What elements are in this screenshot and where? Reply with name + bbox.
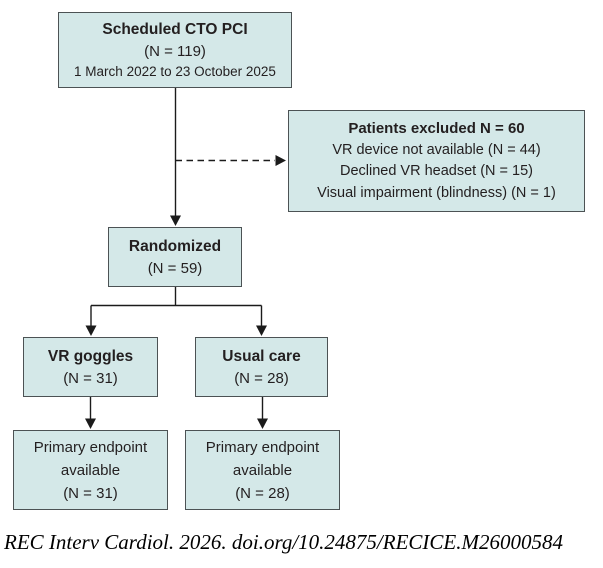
screened-title: Scheduled CTO PCI — [102, 20, 248, 38]
arrowhead-endpoint-vr — [85, 418, 96, 429]
arrowhead-arm-vr — [85, 325, 97, 336]
endpoint-vr-line1: Primary endpoint — [33, 438, 148, 456]
box-arm-usual-care: Usual care (N = 28) — [195, 337, 328, 397]
screened-n: (N = 119) — [144, 42, 206, 60]
excluded-reason: VR device not available (N = 44) — [332, 141, 541, 158]
endpoint-vr-line2: available — [60, 461, 121, 479]
branch-randomized-to-arms — [85, 287, 267, 336]
randomized-n: (N = 59) — [147, 259, 203, 277]
arrowhead-arm-usual — [256, 325, 267, 336]
box-arm-vr-goggles: VR goggles (N = 31) — [23, 337, 158, 397]
randomized-title: Randomized — [128, 237, 222, 255]
arrow-dashed-to-excluded — [175, 155, 286, 166]
arrowhead-excluded — [275, 155, 286, 166]
arrowhead-endpoint-usual — [257, 418, 268, 429]
arrow-vr-to-endpoint — [85, 397, 96, 429]
endpoint-vr-n: (N = 31) — [63, 484, 118, 502]
excluded-reason: Declined VR headset (N = 15) — [339, 163, 534, 180]
endpoint-usual-line2: available — [232, 461, 293, 479]
box-endpoint-usual: Primary endpoint available (N = 28) — [185, 430, 340, 510]
journal-citation: REC Interv Cardiol. 2026. doi.org/10.248… — [4, 530, 564, 554]
endpoint-usual-line1: Primary endpoint — [205, 438, 320, 456]
arm-vr-n: (N = 31) — [63, 369, 118, 387]
box-scheduled-cto-pci: Scheduled CTO PCI (N = 119) 1 March 2022… — [58, 12, 292, 88]
arrow-screened-to-randomized — [170, 88, 181, 226]
arrowhead-randomized — [170, 215, 181, 226]
box-patients-excluded: Patients excluded N = 60 VR device not a… — [288, 110, 585, 212]
arm-vr-title: VR goggles — [47, 347, 134, 365]
endpoint-usual-n: (N = 28) — [235, 484, 290, 502]
screened-period: 1 March 2022 to 23 October 2025 — [74, 63, 276, 79]
arrow-usual-to-endpoint — [257, 397, 268, 429]
box-endpoint-vr: Primary endpoint available (N = 31) — [13, 430, 168, 510]
box-randomized: Randomized (N = 59) — [108, 227, 242, 287]
arm-usual-n: (N = 28) — [234, 369, 289, 387]
excluded-reason: Visual impairment (blindness) (N = 1) — [317, 184, 556, 201]
arm-usual-title: Usual care — [222, 347, 301, 365]
excluded-title: Patients excluded N = 60 — [348, 119, 525, 137]
